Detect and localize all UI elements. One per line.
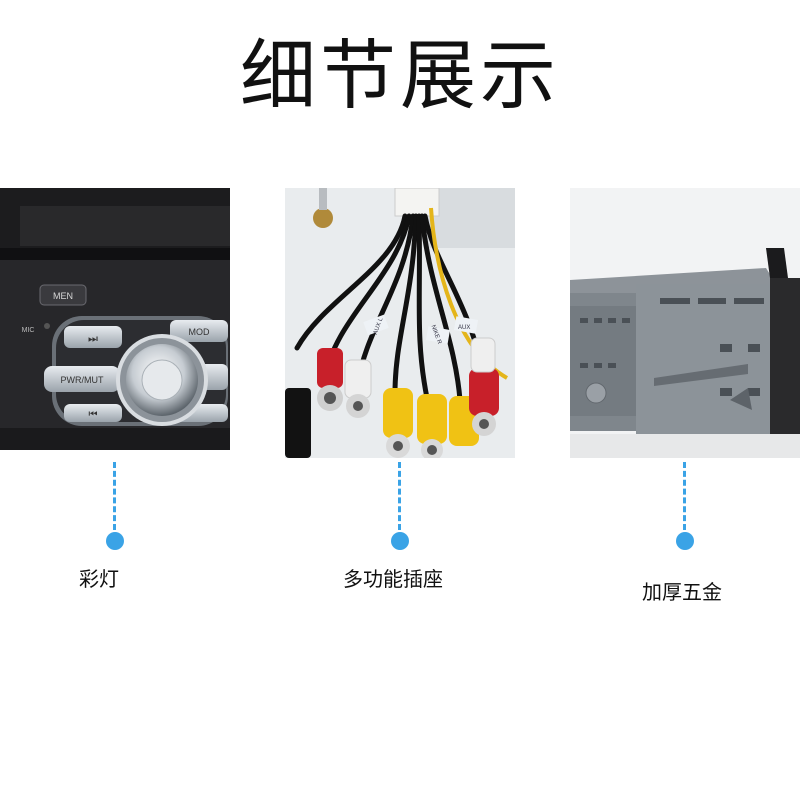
mic-label: MIC	[22, 327, 35, 334]
detail-label-sockets: 多功能插座	[343, 567, 443, 591]
rca-cables-illustration: AUX L NIKE R AUX	[285, 188, 515, 458]
rca-yellow-plug-2	[417, 394, 447, 458]
detail-photo-hardware	[570, 188, 800, 458]
prev-track-icon: ⏮	[89, 409, 98, 420]
marker-dot-sockets	[391, 532, 409, 550]
men-button: MEN	[53, 291, 73, 301]
pwr-mut-button: PWR/MUT	[61, 375, 104, 385]
rca-red-plug-2	[469, 368, 499, 436]
cable-tag-aux-l: AUX L	[373, 317, 385, 336]
marker-dot-lights	[106, 532, 124, 550]
rca-yellow-plug-1	[383, 388, 413, 458]
rca-white-plug-2	[470, 337, 496, 373]
detail-label-hardware: 加厚五金	[642, 580, 722, 604]
cable-tag-aux: AUX	[458, 325, 470, 331]
metal-chassis-illustration	[570, 188, 800, 458]
detail-label-lights: 彩灯	[79, 567, 119, 591]
rca-red-plug-1	[317, 348, 343, 411]
mod-button: MOD	[189, 327, 210, 337]
leader-line-sockets	[398, 462, 401, 530]
page-title: 细节展示	[240, 31, 560, 120]
detail-photo-lights: MEN MIC ⏭ MOD PWR/MUT ⏮	[0, 188, 230, 458]
car-stereo-front-illustration: MEN MIC ⏭ MOD PWR/MUT ⏮	[0, 188, 230, 458]
leader-line-hardware	[683, 462, 686, 530]
detail-photo-sockets: AUX L NIKE R AUX	[285, 188, 515, 458]
marker-dot-hardware	[676, 532, 694, 550]
next-track-icon: ⏭	[88, 332, 98, 345]
rca-white-plug-1	[344, 359, 372, 418]
leader-line-lights	[113, 462, 116, 530]
